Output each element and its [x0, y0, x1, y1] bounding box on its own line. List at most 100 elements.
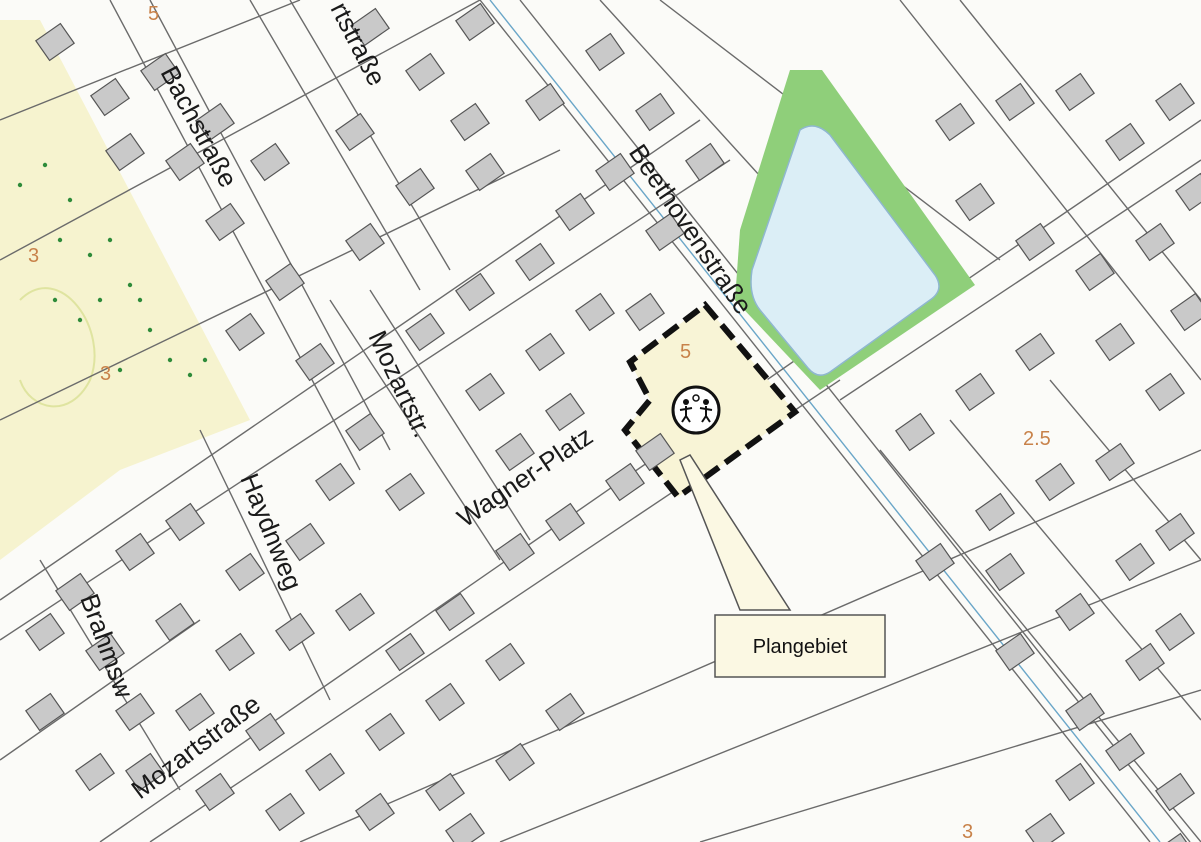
building — [634, 92, 676, 132]
building — [954, 372, 996, 412]
building — [514, 242, 556, 282]
forest-dot — [127, 282, 133, 288]
building — [684, 142, 726, 182]
forest-dot — [167, 357, 173, 363]
parcel-line — [149, 0, 391, 451]
building — [1154, 512, 1196, 552]
building — [1114, 542, 1156, 582]
building — [449, 102, 491, 142]
building — [584, 32, 626, 72]
building — [204, 202, 246, 242]
forest-dot — [87, 252, 93, 258]
building — [604, 462, 646, 502]
building — [384, 632, 426, 672]
building — [334, 112, 376, 152]
building — [139, 52, 181, 92]
building — [294, 342, 336, 382]
forest-dots — [17, 162, 208, 378]
forest-dot — [42, 162, 48, 168]
building — [354, 792, 396, 832]
building — [974, 492, 1016, 532]
parcel-line — [0, 619, 201, 761]
building — [1094, 322, 1136, 362]
building — [624, 292, 666, 332]
building — [344, 222, 386, 262]
building — [404, 312, 446, 352]
forest-dot — [107, 237, 113, 243]
building — [1154, 82, 1196, 122]
forest-dot — [137, 297, 143, 303]
building — [574, 292, 616, 332]
building — [24, 612, 66, 652]
forest-area — [0, 20, 250, 560]
lot-number-2-5: 2.5 — [1023, 428, 1051, 450]
parcel-line — [0, 0, 301, 121]
building — [994, 82, 1036, 122]
building — [454, 272, 496, 312]
playground-icon — [671, 385, 721, 435]
building — [1154, 772, 1196, 812]
lot-number-5: 5 — [680, 341, 691, 363]
parcel-line — [329, 299, 501, 561]
building — [394, 167, 436, 207]
parcel-line — [199, 429, 331, 701]
forest-dot — [17, 182, 23, 188]
building — [1024, 812, 1066, 842]
building — [994, 632, 1036, 672]
parcel-line — [369, 289, 531, 541]
building — [304, 752, 346, 792]
callout-pointer — [679, 454, 792, 611]
building — [1169, 292, 1201, 332]
building — [524, 82, 566, 122]
building — [1054, 762, 1096, 802]
street-label-brahmsweg: Brahmsw — [74, 590, 139, 702]
parcel-line — [699, 689, 1201, 842]
building — [1144, 372, 1186, 412]
building — [164, 142, 206, 182]
building — [224, 552, 266, 592]
building — [484, 642, 526, 682]
building — [554, 192, 596, 232]
building — [74, 752, 116, 792]
building — [214, 632, 256, 672]
forest-dot — [67, 197, 73, 203]
building — [1034, 462, 1076, 502]
building — [1174, 172, 1201, 212]
building — [104, 132, 146, 172]
building — [344, 412, 386, 452]
forest-contour — [19, 287, 96, 408]
building — [424, 772, 466, 812]
building — [274, 612, 316, 652]
building — [24, 692, 66, 732]
building — [364, 712, 406, 752]
plan-area-border — [621, 300, 800, 502]
building — [384, 472, 426, 512]
forest-dot — [52, 297, 58, 303]
forest-dot — [202, 357, 208, 363]
building — [194, 102, 236, 142]
building — [1054, 592, 1096, 632]
lot-number-5-top: 5 — [148, 3, 159, 25]
forest-dot — [77, 317, 83, 323]
pond — [750, 125, 940, 376]
building — [404, 52, 446, 92]
building — [264, 262, 306, 302]
building — [494, 532, 536, 572]
building — [424, 682, 466, 722]
forest-dot — [187, 372, 193, 378]
building — [224, 312, 266, 352]
building — [124, 752, 166, 792]
parcel-line — [899, 0, 1201, 381]
building — [544, 502, 586, 542]
lot-number-3-b: 3 — [100, 363, 111, 385]
building — [464, 372, 506, 412]
parcel-line — [949, 419, 1201, 721]
building — [89, 77, 131, 117]
lot-number-3-a: 3 — [28, 245, 39, 267]
parcel-line — [959, 0, 1201, 301]
forest-dot — [57, 237, 63, 243]
building — [1104, 122, 1146, 162]
building — [1104, 732, 1146, 772]
